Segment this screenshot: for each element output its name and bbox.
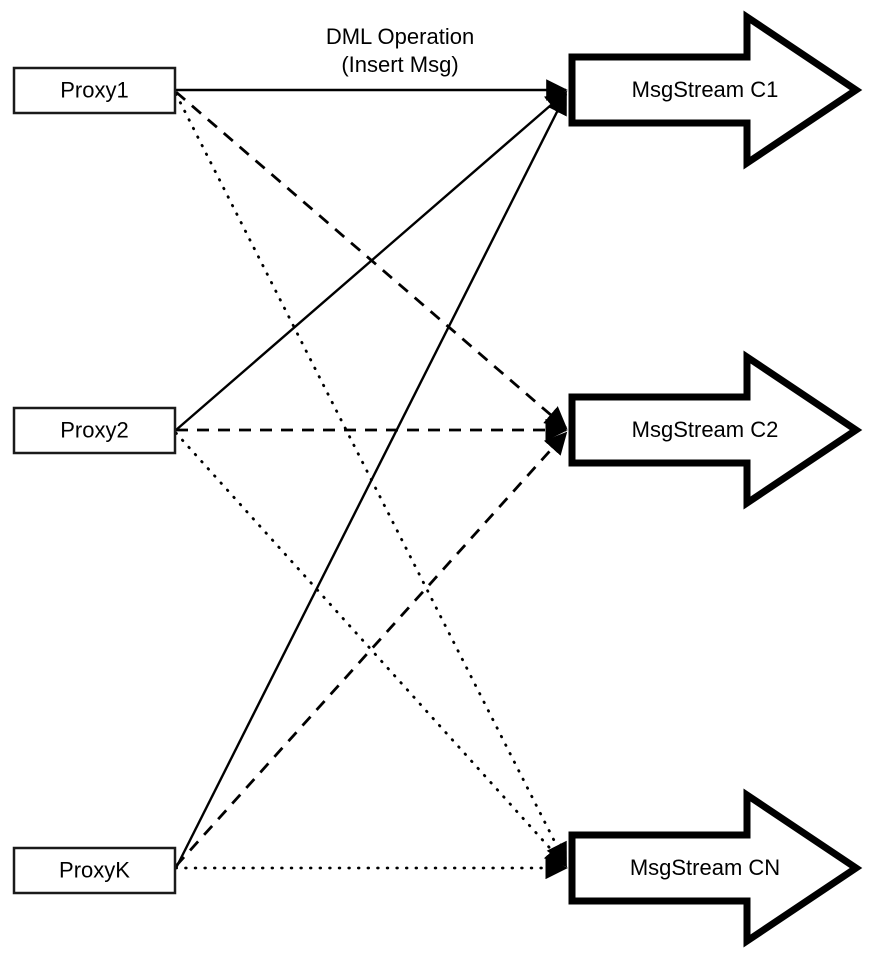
node-proxy2[interactable]: Proxy2 [12,406,177,455]
link-proxy1-to-stream-cn [174,92,568,866]
node-proxy1[interactable]: Proxy1 [12,66,177,115]
stream-c1-arrow-shape[interactable] [568,10,863,170]
node-proxyk[interactable]: ProxyK [12,846,177,895]
link-proxy1-to-stream-c2 [175,90,568,430]
proxyk-label: ProxyK [59,857,130,882]
edge-label-dml-operation: DML Operation (Insert Msg) [326,24,474,77]
proxy2-box[interactable] [12,406,177,455]
stream-c1-label: MsgStream C1 [632,77,779,102]
stream-c2-arrow-shape[interactable] [568,350,863,510]
stream-c2-label: MsgStream C2 [632,417,779,442]
stream-nodes-layer: MsgStream C1 MsgStream C2 MsgStream CN [568,10,863,948]
connector-layer [174,79,568,880]
stream-cn-arrow-shape[interactable] [568,788,863,948]
proxy1-label: Proxy1 [60,77,128,102]
link-proxyk-to-stream-c2 [174,431,568,867]
proxy-nodes-layer: Proxy1 Proxy2 ProxyK [12,66,177,895]
stream-cn-label: MsgStream CN [630,855,780,880]
proxyk-box[interactable] [12,846,177,895]
edge-label-line2: (Insert Msg) [341,52,458,77]
proxy2-label: Proxy2 [60,417,128,442]
proxy1-box[interactable] [12,66,177,115]
node-stream-c1[interactable]: MsgStream C1 [568,10,863,170]
node-stream-cn[interactable]: MsgStream CN [568,788,863,948]
link-proxy2-to-stream-cn [174,431,568,868]
edge-label-line1: DML Operation [326,24,474,49]
node-stream-c2[interactable]: MsgStream C2 [568,350,863,510]
